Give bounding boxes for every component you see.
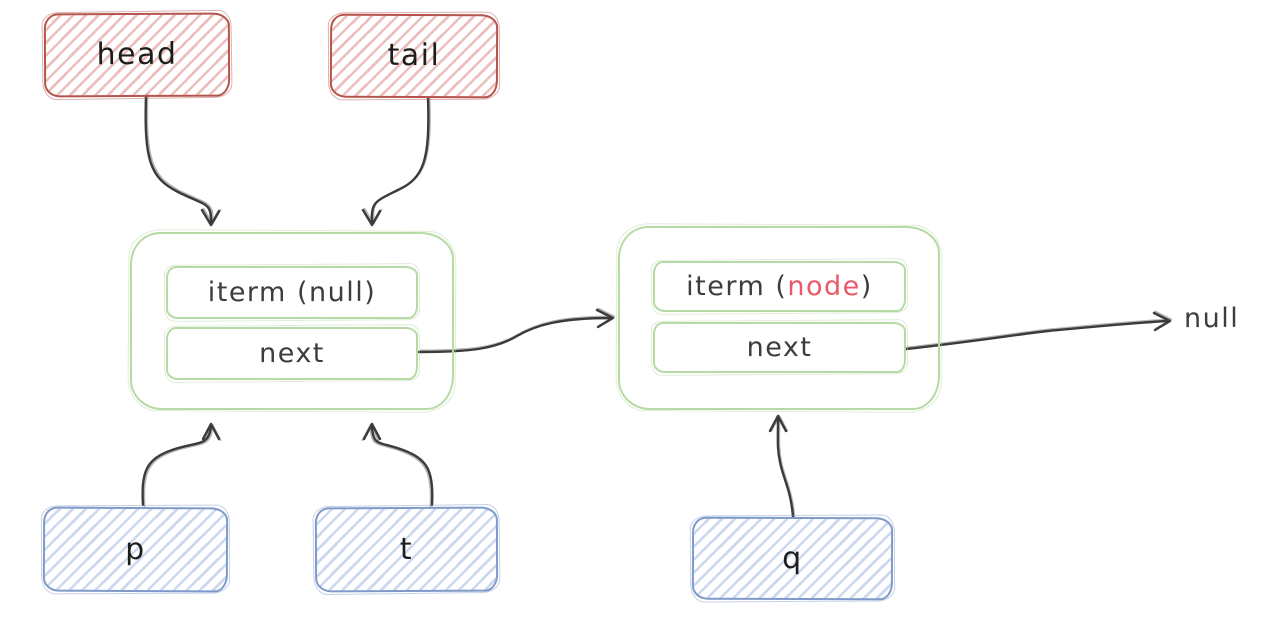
node1-item-label: iterm (null) bbox=[208, 279, 377, 306]
arrow-t-to-node1 bbox=[361, 422, 434, 508]
node2-box bbox=[618, 226, 940, 410]
variable-box-p: p bbox=[42, 506, 229, 593]
pointer-box-tail: tail bbox=[329, 13, 499, 99]
variable-label-p: p bbox=[125, 531, 146, 567]
arrow-node2-next-to-null bbox=[904, 310, 1173, 351]
node2-next-label: next bbox=[746, 332, 813, 363]
arrow-head-to-node1 bbox=[144, 93, 222, 227]
arrow-tail-to-node1 bbox=[361, 96, 431, 227]
node1-item-suffix: ) bbox=[364, 277, 377, 308]
pointer-label-head: head bbox=[96, 36, 178, 73]
node1-box bbox=[130, 232, 454, 410]
variable-label-q: q bbox=[782, 540, 803, 576]
node2-item-value: node bbox=[787, 271, 861, 302]
node2-item-prefix: iterm ( bbox=[686, 271, 788, 302]
node2-item-label: iterm (node) bbox=[686, 273, 873, 300]
pointer-label-tail: tail bbox=[387, 37, 441, 74]
node2-next-field: next bbox=[653, 322, 906, 373]
arrow-p-to-node1 bbox=[141, 422, 222, 508]
node2-item-suffix: ) bbox=[860, 271, 873, 302]
pointer-box-head: head bbox=[43, 12, 231, 98]
null-label: null bbox=[1184, 303, 1240, 334]
node1-next-label: next bbox=[259, 338, 325, 369]
variable-box-q: q bbox=[691, 516, 894, 601]
node1-item-prefix: iterm ( bbox=[207, 277, 309, 308]
node2-item-field: iterm (node) bbox=[653, 261, 906, 312]
variable-label-t: t bbox=[399, 531, 414, 567]
variable-box-t: t bbox=[314, 506, 499, 593]
arrow-q-to-node2 bbox=[768, 414, 796, 519]
node1-item-value: null bbox=[308, 277, 365, 308]
node1-item-field: iterm (null) bbox=[166, 266, 418, 319]
node1-next-field: next bbox=[166, 327, 418, 380]
